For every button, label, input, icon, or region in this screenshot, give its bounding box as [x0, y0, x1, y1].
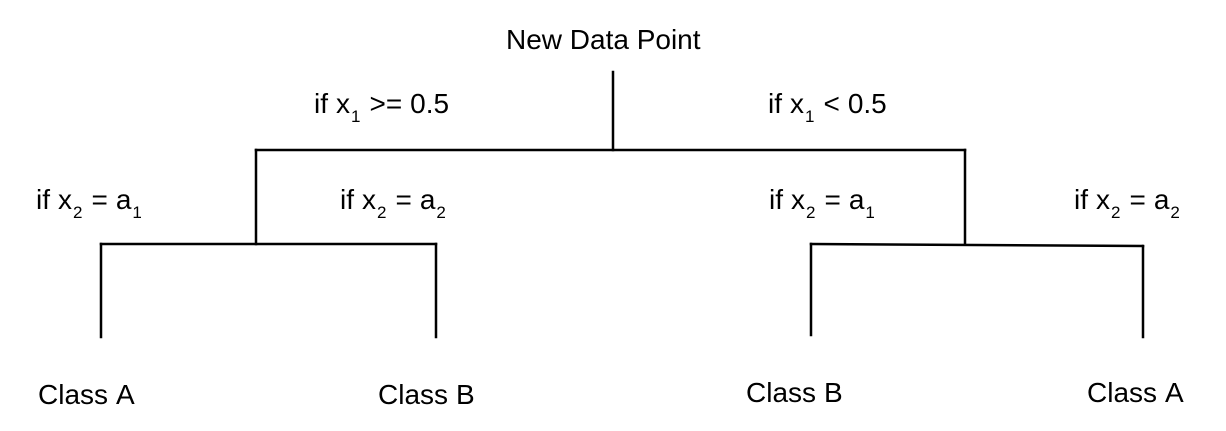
threshold-value: 0.5 [410, 88, 450, 119]
variable: x [58, 184, 72, 215]
variable: x [336, 88, 350, 119]
operator: >= [369, 88, 403, 119]
variable: x [1096, 184, 1110, 215]
operator: = [395, 184, 412, 215]
class-word: Class [746, 377, 817, 408]
class-name: B [824, 377, 843, 408]
class-name: A [116, 379, 135, 410]
variable-subscript: 1 [351, 107, 361, 126]
class-name: A [1165, 377, 1184, 408]
operator: = [824, 184, 841, 215]
variable-subscript: 2 [73, 203, 83, 222]
variable-subscript: 2 [806, 203, 816, 222]
if-keyword: if [314, 88, 328, 119]
class-word: Class [1087, 377, 1158, 408]
if-keyword: if [340, 184, 354, 215]
variable-subscript: 2 [377, 203, 387, 222]
class-name: B [456, 379, 475, 410]
value-subscript: 1 [132, 203, 142, 222]
value-subscript: 1 [865, 203, 875, 222]
right-crossbar [809, 242, 1145, 248]
variable: x [790, 88, 804, 119]
value: a [115, 184, 132, 215]
root-label: New Data Point [506, 24, 701, 55]
if-keyword: if [769, 184, 783, 215]
value: a [419, 184, 436, 215]
if-keyword: if [768, 88, 782, 119]
operator: = [1129, 184, 1146, 215]
variable-subscript: 1 [805, 107, 815, 126]
value: a [848, 184, 865, 215]
if-keyword: if [1074, 184, 1088, 215]
value-subscript: 2 [436, 203, 446, 222]
class-word: Class [378, 379, 449, 410]
variable: x [362, 184, 376, 215]
variable-subscript: 2 [1111, 203, 1121, 222]
threshold-value: 0.5 [847, 88, 887, 119]
value-subscript: 2 [1170, 203, 1180, 222]
variable: x [791, 184, 805, 215]
operator: = [91, 184, 108, 215]
operator: < [823, 88, 840, 119]
if-keyword: if [36, 184, 50, 215]
class-word: Class [38, 379, 109, 410]
value: a [1153, 184, 1170, 215]
